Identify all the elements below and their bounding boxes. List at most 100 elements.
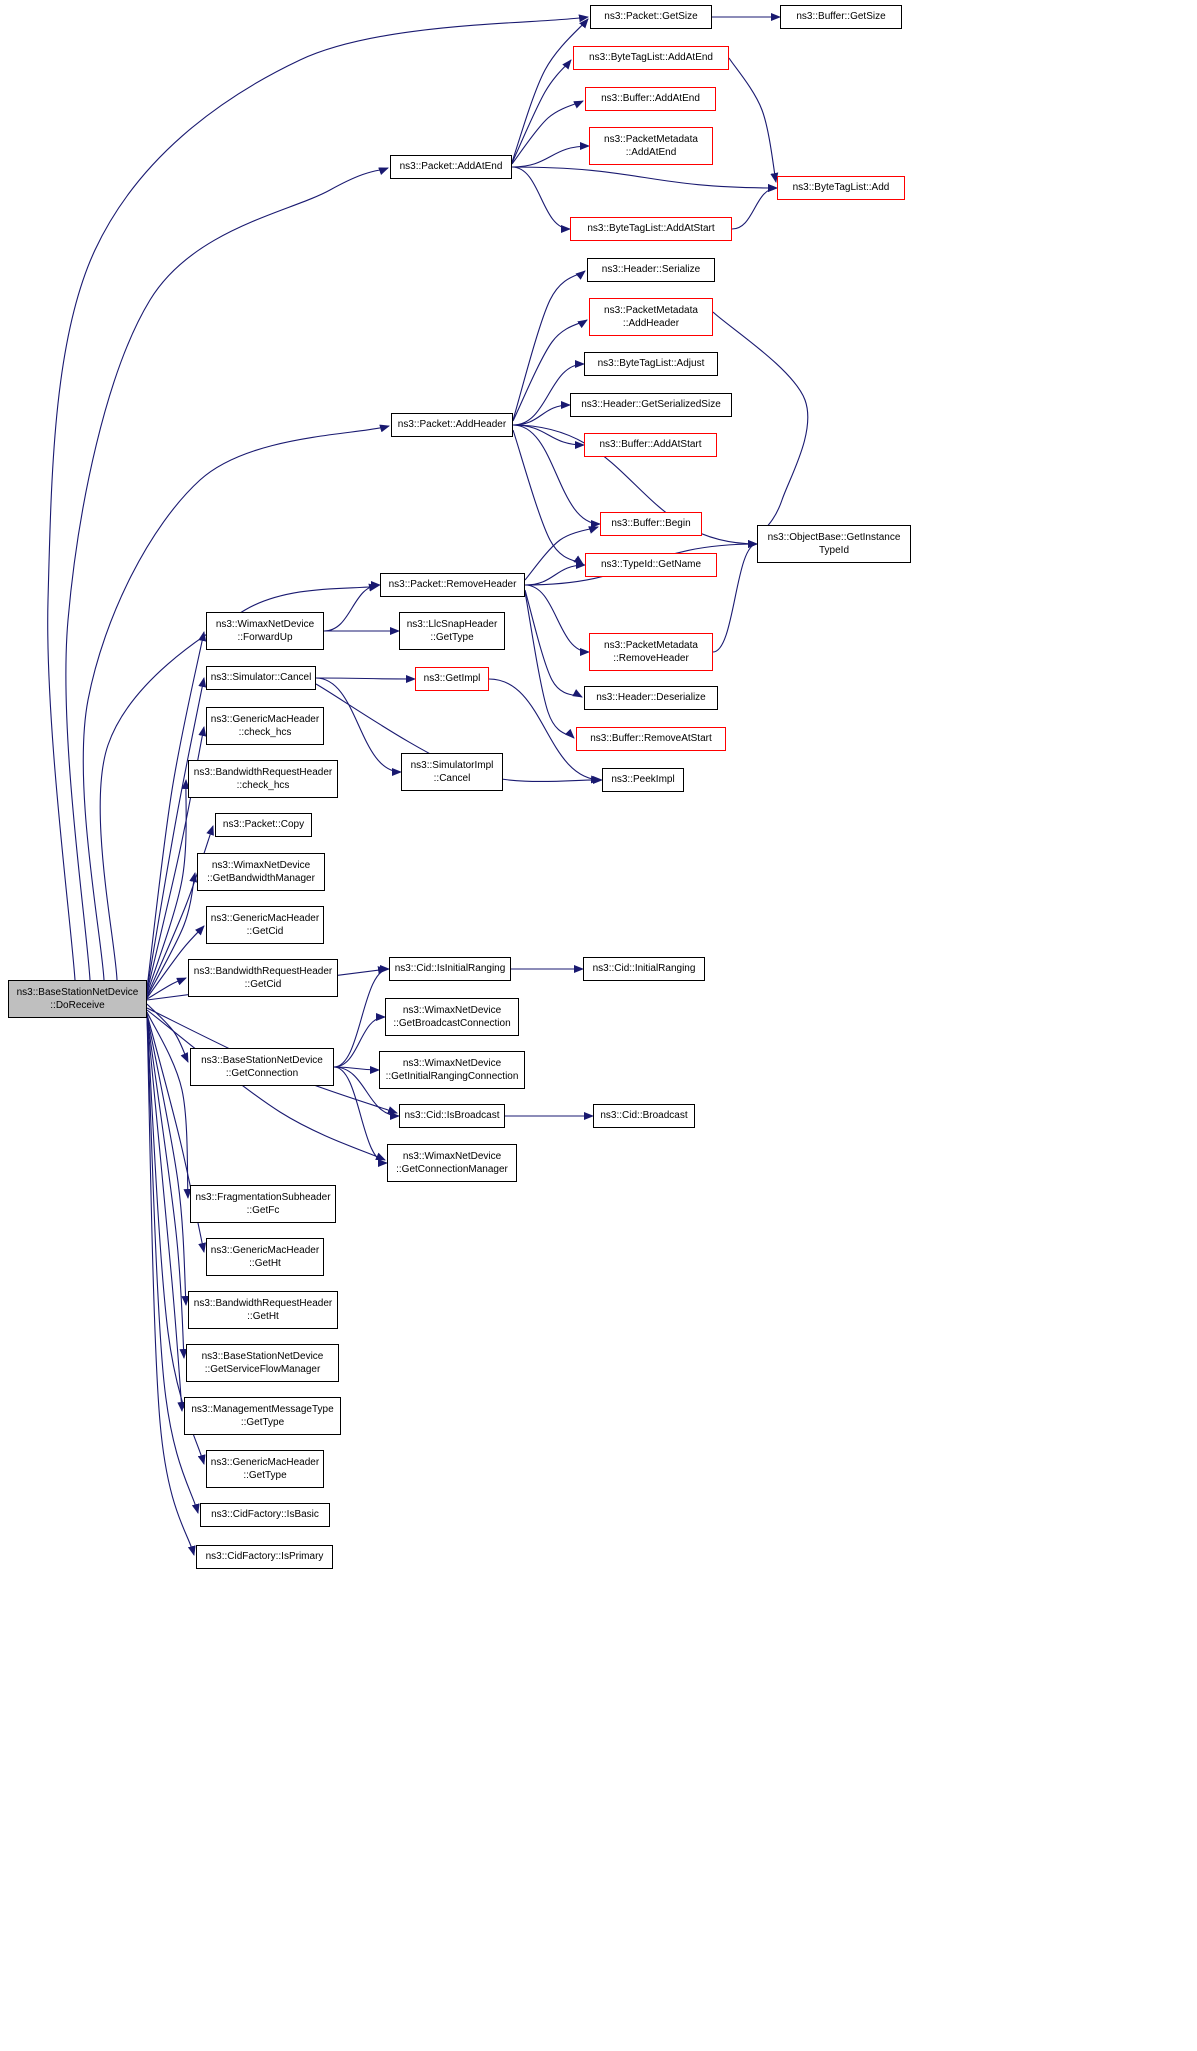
node-getbwmgr[interactable]: ns3::WimaxNetDevice::GetBandwidthManager xyxy=(197,853,325,891)
edge-addatend-btl_addatend xyxy=(511,59,572,164)
node-label: ns3::GetImpl xyxy=(423,673,481,685)
edge-getconnection-getconnmgr xyxy=(333,1066,388,1167)
node-pm_addheader[interactable]: ns3::PacketMetadata::AddHeader xyxy=(589,298,713,336)
edge-addheader-btl_adjust xyxy=(512,360,585,426)
node-label: ::GetBandwidthManager xyxy=(207,873,315,884)
node-label: ns3::Header::Serialize xyxy=(601,264,701,276)
edge-doreceive-bwr_getcid xyxy=(146,977,187,1000)
node-simimpl_cancel[interactable]: ns3::SimulatorImpl::Cancel xyxy=(401,753,503,791)
node-pm_addatend[interactable]: ns3::PacketMetadata::AddAtEnd xyxy=(589,127,713,165)
node-buf_getsize[interactable]: ns3::Buffer::GetSize xyxy=(780,5,902,29)
node-mmt_gettype[interactable]: ns3::ManagementMessageType::GetType xyxy=(184,1397,341,1435)
node-label: ::GetBroadcastConnection xyxy=(393,1018,511,1029)
node-hdr_serialize[interactable]: ns3::Header::Serialize xyxy=(587,258,715,282)
node-label: ns3::WimaxNetDevice xyxy=(215,618,315,630)
node-hdr_getserializedsize[interactable]: ns3::Header::GetSerializedSize xyxy=(570,393,732,417)
node-label: ::GetCid xyxy=(246,926,284,937)
node-label: ::check_hcs xyxy=(238,727,292,738)
node-cf_isbasic[interactable]: ns3::CidFactory::IsBasic xyxy=(200,1503,330,1527)
node-doreceive[interactable]: ns3::BaseStationNetDevice::DoReceive xyxy=(8,980,147,1018)
edge-addheader-hdr_serialize xyxy=(512,270,586,421)
node-buf_addatstart[interactable]: ns3::Buffer::AddAtStart xyxy=(584,433,717,457)
node-addatend[interactable]: ns3::Packet::AddAtEnd xyxy=(390,155,512,179)
node-label: ::GetServiceFlowManager xyxy=(204,1364,321,1375)
node-getconnection[interactable]: ns3::BaseStationNetDevice::GetConnection xyxy=(190,1048,334,1086)
node-label: ::AddHeader xyxy=(622,318,680,329)
node-label: TypeId xyxy=(818,545,850,556)
node-label: ns3::WimaxNetDevice xyxy=(402,1150,502,1162)
node-label: ns3::ByteTagList::Adjust xyxy=(597,358,705,370)
node-btl_add[interactable]: ns3::ByteTagList::Add xyxy=(777,176,905,200)
node-gmh_checkhcs[interactable]: ns3::GenericMacHeader::check_hcs xyxy=(206,707,324,745)
node-label: ns3::CidFactory::IsBasic xyxy=(211,1509,319,1521)
node-gmh_gettype[interactable]: ns3::GenericMacHeader::GetType xyxy=(206,1450,324,1488)
node-label: ns3::Packet::Copy xyxy=(222,819,305,831)
node-cid_initialranging[interactable]: ns3::Cid::InitialRanging xyxy=(583,957,705,981)
edge-addheader-buf_addatstart xyxy=(512,424,585,449)
node-label: ::GetInitialRangingConnection xyxy=(385,1071,519,1082)
node-pkt_copy[interactable]: ns3::Packet::Copy xyxy=(215,813,312,837)
node-buf_begin[interactable]: ns3::Buffer::Begin xyxy=(600,512,702,536)
node-label: ns3::Cid::Broadcast xyxy=(600,1110,688,1122)
node-label: ns3::WimaxNetDevice xyxy=(211,859,311,871)
node-getconnmgr[interactable]: ns3::WimaxNetDevice::GetConnectionManage… xyxy=(387,1144,517,1182)
node-label: ns3::Packet::RemoveHeader xyxy=(388,579,517,591)
node-pkt_getsize[interactable]: ns3::Packet::GetSize xyxy=(590,5,712,29)
node-bwr_getht[interactable]: ns3::BandwidthRequestHeader::GetHt xyxy=(188,1291,338,1329)
node-label: ns3::Buffer::AddAtEnd xyxy=(601,93,700,105)
edge-addheader-pm_addheader xyxy=(512,319,588,422)
edge-doreceive-gmh_getcid xyxy=(146,925,205,999)
edge-doreceive-mmt_gettype xyxy=(146,1016,186,1412)
node-label: ::RemoveHeader xyxy=(613,653,689,664)
node-peekimpl[interactable]: ns3::PeekImpl xyxy=(602,768,684,792)
node-sim_cancel[interactable]: ns3::Simulator::Cancel xyxy=(206,666,316,690)
node-label: ns3::Packet::AddAtEnd xyxy=(399,161,503,173)
node-cf_isprimary[interactable]: ns3::CidFactory::IsPrimary xyxy=(196,1545,333,1569)
node-label: ns3::CidFactory::IsPrimary xyxy=(205,1551,324,1563)
edge-doreceive-bwr_getht xyxy=(146,1014,190,1306)
node-getsfm[interactable]: ns3::BaseStationNetDevice::GetServiceFlo… xyxy=(186,1344,339,1382)
edge-doreceive-cf_isprimary xyxy=(146,1017,196,1556)
node-bwr_checkhcs[interactable]: ns3::BandwidthRequestHeader::check_hcs xyxy=(188,760,338,798)
node-getimpl[interactable]: ns3::GetImpl xyxy=(415,667,489,691)
node-bwr_getcid[interactable]: ns3::BandwidthRequestHeader::GetCid xyxy=(188,959,338,997)
edge-btl_addatend-btl_add xyxy=(728,57,779,183)
node-btl_addatstart[interactable]: ns3::ByteTagList::AddAtStart xyxy=(570,217,732,241)
node-label: ::AddAtEnd xyxy=(625,147,677,158)
node-getinitialrangingconn[interactable]: ns3::WimaxNetDevice::GetInitialRangingCo… xyxy=(379,1051,525,1089)
node-btl_adjust[interactable]: ns3::ByteTagList::Adjust xyxy=(584,352,718,376)
node-buf_addatend[interactable]: ns3::Buffer::AddAtEnd xyxy=(585,87,716,111)
node-forwardup[interactable]: ns3::WimaxNetDevice::ForwardUp xyxy=(206,612,324,650)
node-label: ns3::Header::Deserialize xyxy=(596,692,706,704)
node-cid_isbroadcast[interactable]: ns3::Cid::IsBroadcast xyxy=(399,1104,505,1128)
node-label: ns3::Buffer::AddAtStart xyxy=(599,439,702,451)
node-label: ns3::PacketMetadata xyxy=(604,304,698,316)
edge-doreceive-pkt_copy xyxy=(146,825,214,997)
node-label: ns3::BandwidthRequestHeader xyxy=(193,965,333,977)
node-getbroadcastconn[interactable]: ns3::WimaxNetDevice::GetBroadcastConnect… xyxy=(385,998,519,1036)
node-label: ::GetType xyxy=(430,632,474,643)
node-label: ::GetConnection xyxy=(225,1068,299,1079)
edge-getconnection-getbroadcastconn xyxy=(333,1013,386,1068)
node-buf_removeatstart[interactable]: ns3::Buffer::RemoveAtStart xyxy=(576,727,726,751)
node-removeheader[interactable]: ns3::Packet::RemoveHeader xyxy=(380,573,525,597)
node-frag_getfc[interactable]: ns3::FragmentationSubheader::GetFc xyxy=(190,1185,336,1223)
node-label: ns3::GenericMacHeader xyxy=(210,912,320,924)
node-label: ns3::BandwidthRequestHeader xyxy=(193,766,333,778)
node-gmh_getcid[interactable]: ns3::GenericMacHeader::GetCid xyxy=(206,906,324,944)
node-tid_getname[interactable]: ns3::TypeId::GetName xyxy=(585,553,717,577)
node-label: ::GetConnectionManager xyxy=(396,1164,508,1175)
node-addheader[interactable]: ns3::Packet::AddHeader xyxy=(391,413,513,437)
node-gmh_getht[interactable]: ns3::GenericMacHeader::GetHt xyxy=(206,1238,324,1276)
node-btl_addatend[interactable]: ns3::ByteTagList::AddAtEnd xyxy=(573,46,729,70)
node-llc_gettype[interactable]: ns3::LlcSnapHeader::GetType xyxy=(399,612,505,650)
node-label: ns3::GenericMacHeader xyxy=(210,1456,320,1468)
edge-pm_addheader-objbase_getinstancetypeid xyxy=(712,311,809,537)
node-label: ns3::BaseStationNetDevice xyxy=(16,986,139,998)
node-hdr_deserialize[interactable]: ns3::Header::Deserialize xyxy=(584,686,718,710)
node-cid_isinitialranging[interactable]: ns3::Cid::IsInitialRanging xyxy=(389,957,511,981)
node-cid_broadcast[interactable]: ns3::Cid::Broadcast xyxy=(593,1104,695,1128)
node-pm_removeheader[interactable]: ns3::PacketMetadata::RemoveHeader xyxy=(589,633,713,671)
node-label: ns3::PacketMetadata xyxy=(604,639,698,651)
